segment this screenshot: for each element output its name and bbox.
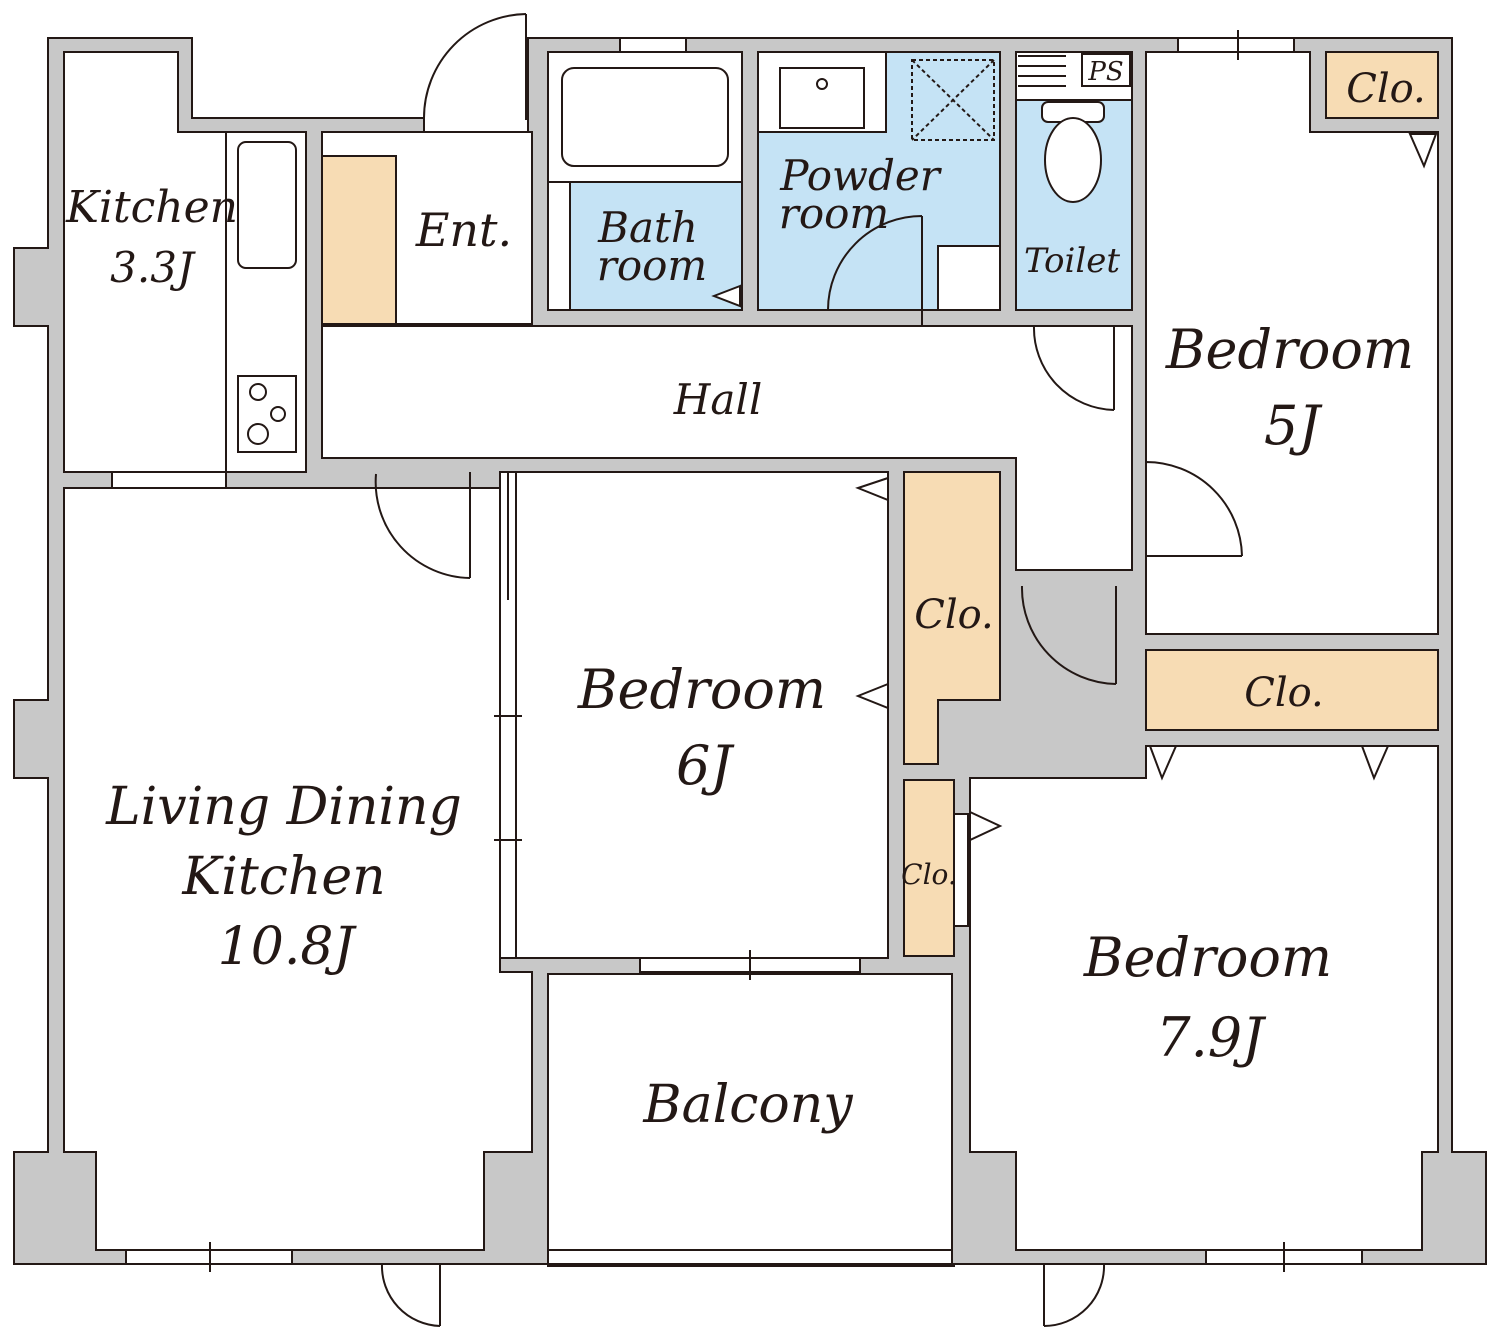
stove-burner [270, 406, 286, 422]
window-icon [111, 471, 227, 489]
window-icon [547, 1249, 953, 1265]
door-swing-icon [380, 1263, 441, 1327]
washbasin-drain [816, 78, 828, 90]
closet-right-mid-label: Clo. [1244, 670, 1324, 716]
ldk-label-2: Kitchen [181, 847, 385, 907]
closet-right-mid [1145, 649, 1439, 731]
toilet-label: Toilet [1024, 241, 1120, 281]
washbasin-icon [779, 67, 865, 129]
door-slide-icon [1408, 133, 1438, 169]
door-slide-icon [969, 810, 1003, 842]
door-swing-icon [1032, 325, 1115, 411]
window-icon [1177, 37, 1295, 53]
closet-small-label: Clo. [901, 858, 957, 891]
closet-small [903, 779, 955, 957]
closet-top-right-label: Clo. [1346, 66, 1426, 112]
ps-label-box [1081, 53, 1131, 87]
pipe-space-lines [1018, 53, 1131, 87]
bedroom-5j-label: Bedroom [1165, 318, 1414, 381]
doors [374, 13, 1438, 1327]
door-swing-icon [1020, 585, 1117, 685]
ldk-size: 10.8J [218, 917, 358, 977]
closets [321, 51, 1439, 957]
washing-machine-icon [911, 59, 995, 141]
hall-floor [321, 325, 1133, 571]
toilet-icon [1044, 117, 1102, 203]
door-slide-icon [1360, 745, 1390, 781]
bedroom-6j-label: Bedroom [577, 658, 826, 721]
stove-burner [249, 383, 267, 401]
bathroom-label-2: room [597, 241, 707, 290]
bathroom-label-1: Bath [597, 203, 698, 252]
powder-room-label-1: Powder [779, 151, 943, 200]
door-swing-icon [1145, 461, 1243, 557]
door-slide-icon [1148, 745, 1178, 781]
powder-wet-area [757, 51, 1001, 311]
bedroom-5j-floor [1145, 51, 1439, 635]
balcony-label: Balcony [642, 1075, 853, 1135]
closet-center [903, 471, 1001, 765]
door-swing-icon [423, 13, 527, 120]
entrance-label: Ent. [415, 203, 512, 257]
labels: Kitchen 3.3J Ent. Bath room Powder room … [65, 57, 1426, 1135]
bathtub-basin [561, 67, 729, 167]
stove-burner [247, 423, 269, 445]
closet-top-right [1325, 51, 1439, 119]
balcony-floor [547, 973, 953, 1251]
ldk-label-1: Living Dining [105, 777, 462, 837]
door-swing-icon [374, 472, 471, 579]
bedroom-5j-size: 5J [1264, 394, 1323, 457]
window-icon [619, 37, 687, 53]
door-swing-icon [827, 215, 923, 326]
pipe-space-label: PS [1087, 57, 1123, 87]
closet-center-label: Clo. [914, 592, 994, 638]
windows [111, 30, 1363, 1272]
sink-icon [237, 141, 297, 269]
bedroom-7-9j-floor [969, 745, 1439, 1251]
door-slide-icon [711, 284, 741, 308]
fixtures [225, 51, 1131, 473]
bedroom-6j-floor [515, 471, 889, 959]
bedroom-7-9j-label: Bedroom [1083, 926, 1332, 989]
kitchen-size: 3.3J [110, 243, 196, 292]
bedroom-6j-size: 6J [676, 734, 735, 797]
door-swing-icon [1043, 1263, 1106, 1327]
powder-room-label-2: room [779, 189, 889, 238]
bedroom-7-9j-size: 7.9J [1156, 1006, 1267, 1069]
stove-icon [237, 375, 297, 453]
entrance-shoe-closet [321, 155, 397, 325]
hall-label: Hall [673, 375, 763, 424]
kitchen-label: Kitchen [65, 182, 238, 233]
